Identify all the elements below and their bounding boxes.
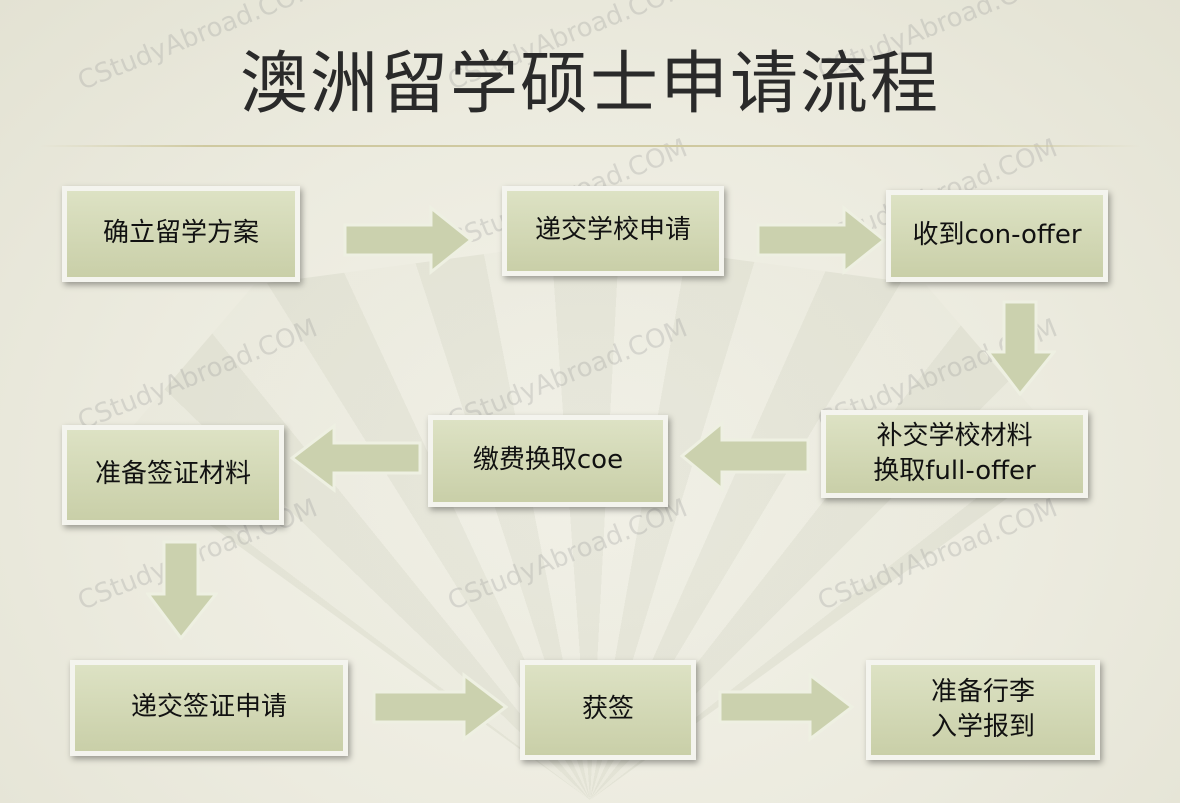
arrow-right-icon [718,672,854,742]
step-label-line: 换取full-offer [873,456,1036,486]
step-label-line: 入学报到 [930,712,1035,742]
step-box-visa-granted: 获签 [520,660,696,760]
step-label: 递交学校申请 [534,215,691,246]
step-label: 收到con-offer [912,220,1082,251]
step-label: 确立留学方案 [102,218,259,249]
step-box-visa-materials: 准备签证材料 [62,425,284,525]
title-divider [40,145,1140,147]
arrow-left-icon [680,420,810,492]
step-box-full-offer: 补交学校材料 换取full-offer [821,410,1088,498]
step-box-pay-coe: 缴费换取coe [428,415,668,507]
step-label: 递交签证申请 [130,692,287,723]
step-box-submit-visa: 递交签证申请 [70,660,348,756]
step-label: 准备签证材料 [94,459,251,490]
step-label-line: 准备行李 [930,676,1035,707]
step-box-establish-plan: 确立留学方案 [62,186,300,282]
arrow-left-icon [290,423,422,493]
arrow-down-icon [146,540,218,640]
arrow-right-icon [756,205,886,275]
arrow-right-icon [343,205,473,275]
page-title: 澳洲留学硕士申请流程 [239,45,940,124]
step-label: 获签 [581,694,634,725]
step-label: 准备行李 入学报到 [931,675,1035,745]
arrow-right-icon [372,672,508,742]
step-box-conditional-offer: 收到con-offer [886,190,1108,282]
arrow-down-icon [986,300,1056,396]
step-label-line: 补交学校材料 [876,420,1033,451]
step-box-enrol: 准备行李 入学报到 [866,660,1100,760]
step-label: 补交学校材料 换取full-offer [873,419,1035,489]
step-box-submit-application: 递交学校申请 [502,186,724,276]
step-label: 缴费换取coe [472,445,624,476]
